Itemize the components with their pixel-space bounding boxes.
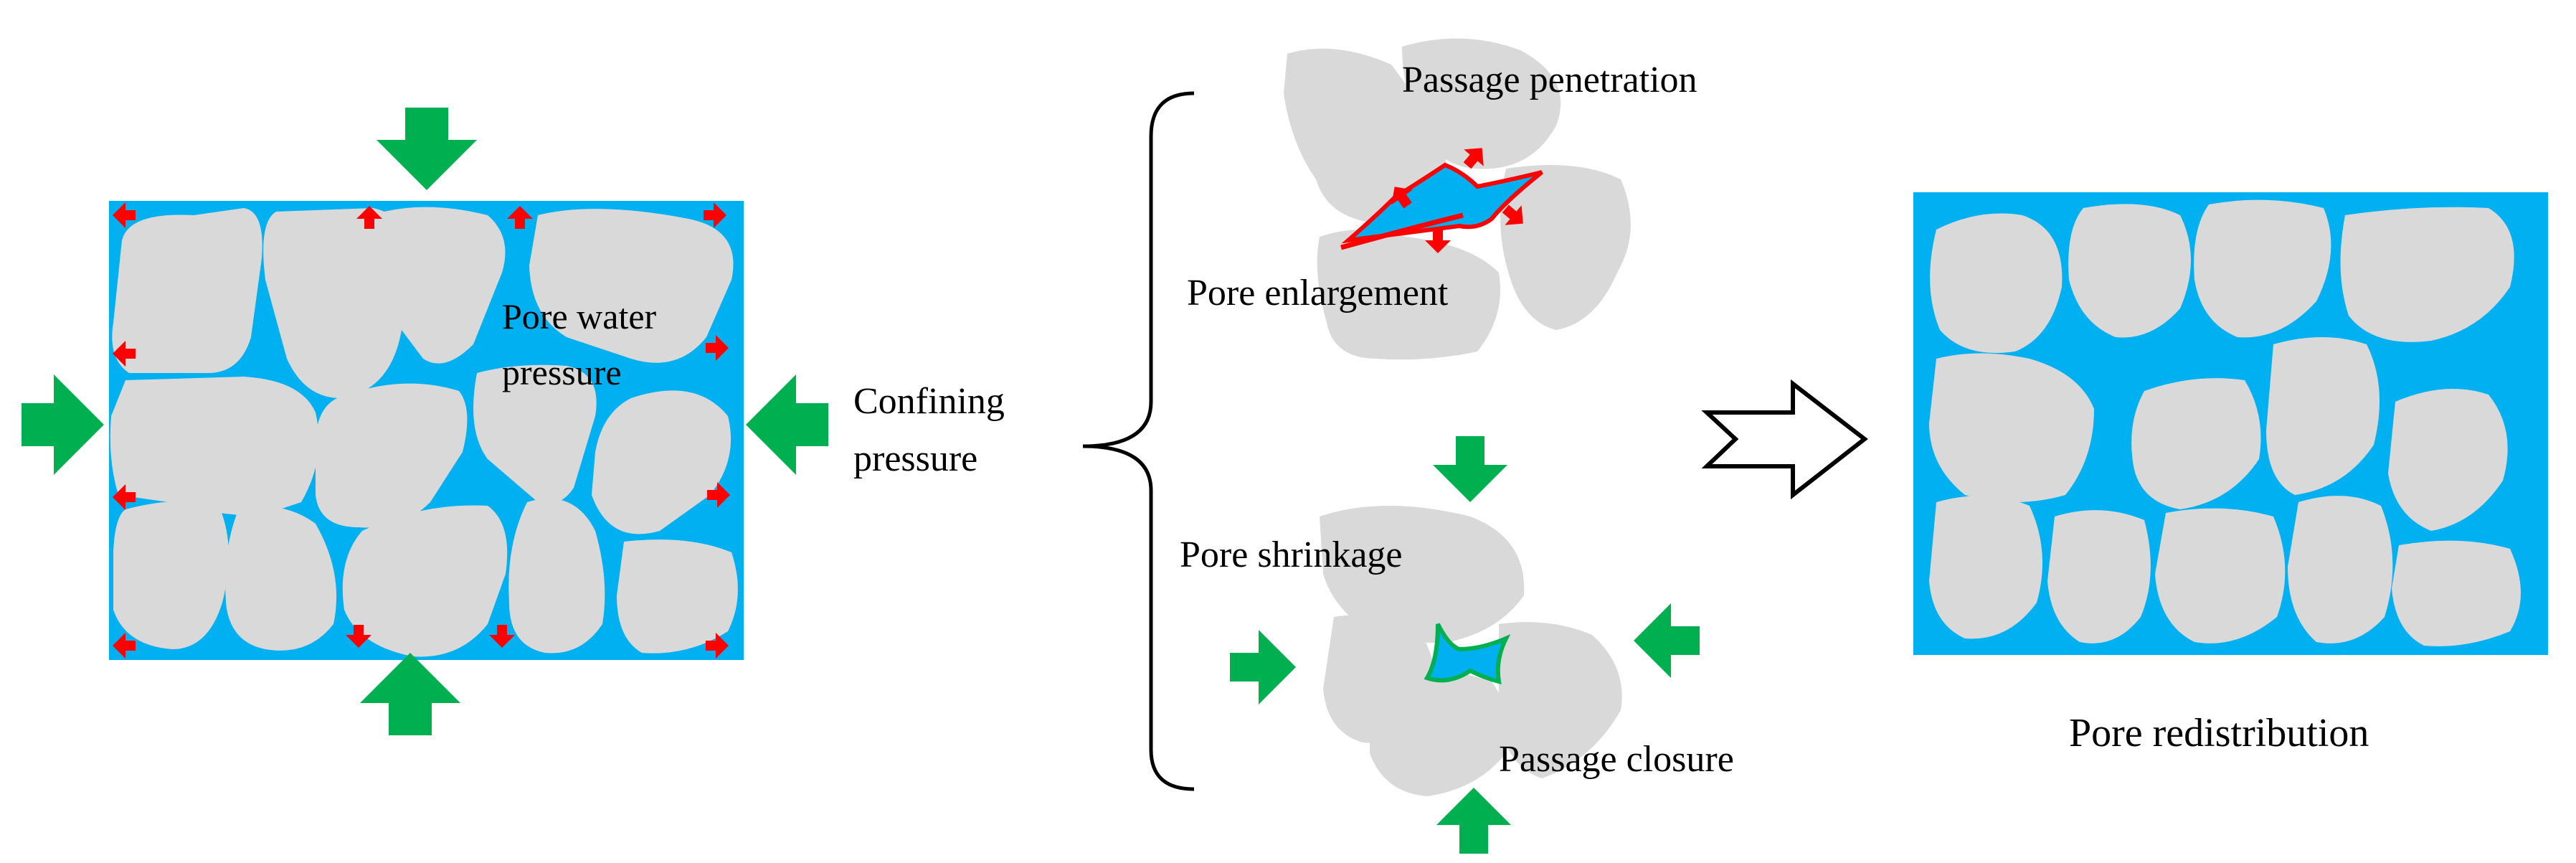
- grain: [2266, 337, 2380, 495]
- grain: [225, 505, 337, 651]
- pore-enlargement-detail: Passage penetration Pore enlargement: [1187, 38, 1697, 360]
- passage-penetration-label: Passage penetration: [1402, 60, 1697, 100]
- grain: [342, 505, 508, 657]
- grain: [2155, 508, 2286, 643]
- pore-redistribution-label: Pore redistribution: [2069, 711, 2369, 755]
- confining-arrow-left: [1230, 630, 1296, 704]
- grain: [2388, 389, 2508, 531]
- grain: [617, 539, 738, 654]
- pore-water-pressure-label-line1: Pore water: [502, 296, 657, 336]
- confining-arrow-bottom: [360, 653, 460, 735]
- grain: [2068, 204, 2191, 338]
- confining-arrow-right: [746, 374, 828, 475]
- confining-arrow-left: [22, 374, 104, 475]
- pore-shrinkage-detail: Pore shrinkage Passage closure: [1180, 436, 1734, 854]
- grain: [383, 207, 506, 364]
- enlarged-pore: [1341, 162, 1543, 244]
- curly-brace: [1082, 91, 1195, 791]
- grain: [110, 377, 319, 517]
- passage-closure-label: Passage closure: [1499, 739, 1734, 780]
- grain: [1370, 669, 1508, 796]
- grain: [473, 364, 597, 504]
- grain: [1284, 48, 1446, 223]
- grain: [1500, 165, 1631, 330]
- grain: [1320, 506, 1525, 643]
- grain: [529, 209, 734, 363]
- grain: [1317, 230, 1500, 360]
- confining-arrow-bottom: [1436, 788, 1511, 854]
- grain: [263, 208, 406, 398]
- grain: [113, 501, 229, 649]
- grain: [1499, 622, 1622, 778]
- grain: [1930, 213, 2063, 353]
- redistributed-state-panel: [1913, 192, 2548, 655]
- grain: [316, 383, 468, 528]
- passage-line: [1340, 212, 1464, 250]
- grain: [1929, 496, 2042, 639]
- grain: [1929, 353, 2094, 502]
- transition-arrow-icon: [1701, 379, 1868, 500]
- grain: [112, 208, 262, 373]
- initial-state-panel: Pore water pressure: [22, 108, 828, 735]
- confining-pressure-label-line1: Confining: [853, 381, 1005, 422]
- confining-arrow-top: [377, 108, 477, 190]
- grain: [592, 390, 731, 534]
- confining-arrow-right: [1634, 603, 1700, 678]
- confining-arrow-top: [1433, 436, 1507, 502]
- confining-pressure-label-line2: pressure: [853, 438, 977, 479]
- grain: [2194, 199, 2331, 338]
- grain: [1402, 38, 1561, 169]
- grain: [2131, 378, 2261, 509]
- grain: [2047, 510, 2151, 643]
- pore-shrinkage-label: Pore shrinkage: [1180, 534, 1402, 575]
- pore-enlargement-label: Pore enlargement: [1187, 273, 1449, 313]
- grain: [2392, 540, 2521, 646]
- grain: [2340, 207, 2514, 342]
- shrunk-pore: [1424, 623, 1511, 685]
- pore-water-pressure-label-line2: pressure: [502, 352, 622, 392]
- grain: [508, 499, 605, 654]
- grains: [110, 207, 738, 657]
- grain: [2288, 496, 2393, 643]
